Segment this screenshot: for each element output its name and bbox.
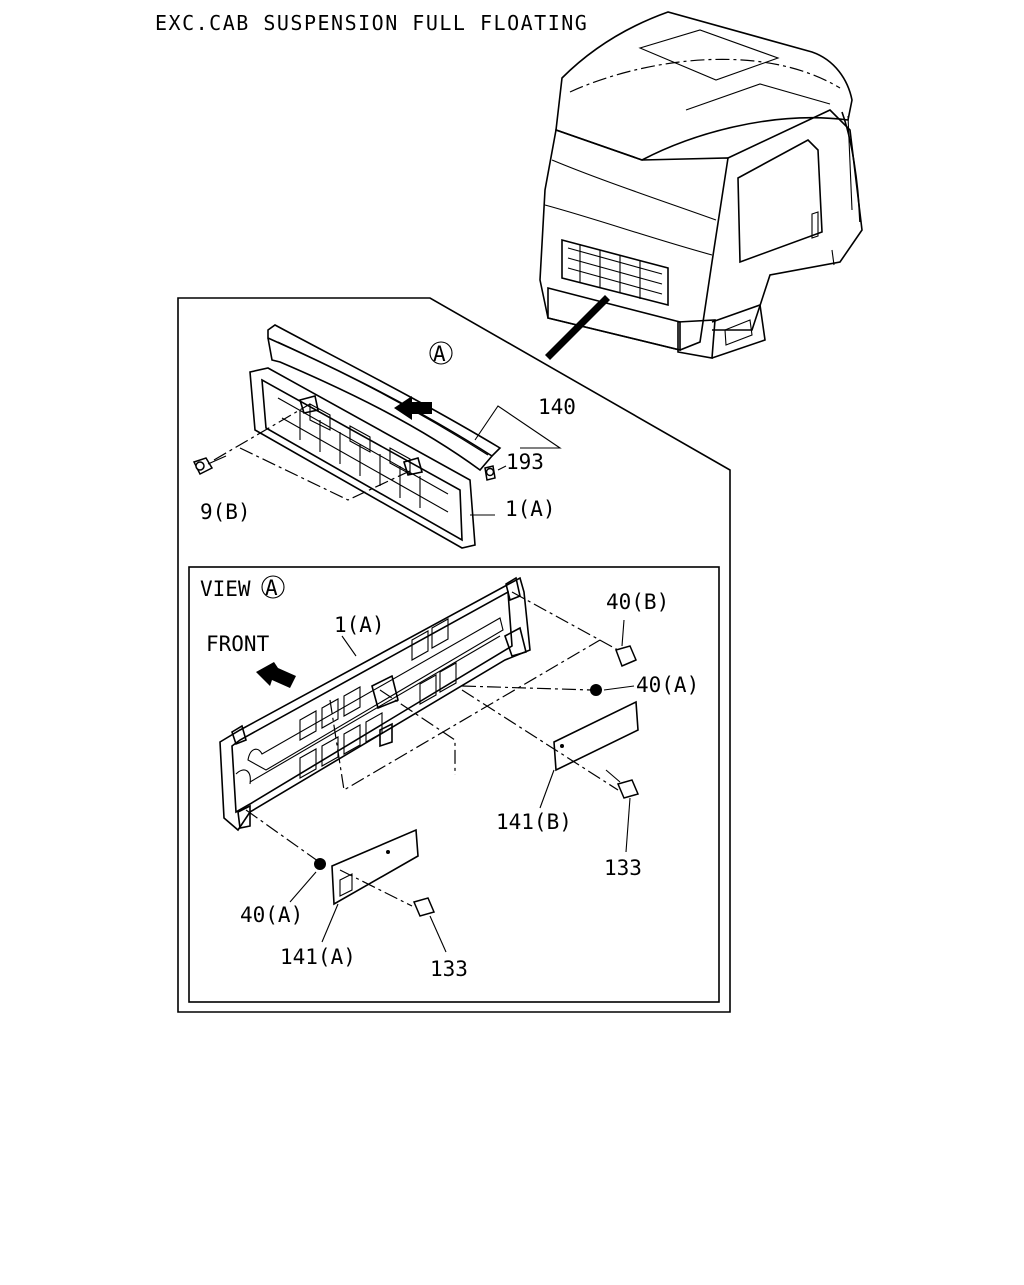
callout-141a: 141(A) xyxy=(280,945,356,969)
callout-133-left: 133 xyxy=(430,957,468,981)
grille-rear-view xyxy=(219,576,619,907)
front-label: FRONT xyxy=(206,632,270,656)
callout-193: 193 xyxy=(506,450,544,474)
callout-133-right: 133 xyxy=(604,856,642,880)
callout-9b: 9(B) xyxy=(200,500,251,524)
plate-141b xyxy=(553,700,639,772)
callout-40a-left: 40(A) xyxy=(240,903,303,927)
front-arrow-icon xyxy=(256,662,296,688)
view-label: VIEW xyxy=(200,577,251,601)
screw-133-left xyxy=(412,897,447,953)
view-a-box xyxy=(188,566,720,1003)
callout-140: 140 xyxy=(538,395,576,419)
detail-frame xyxy=(177,297,731,1013)
nut-40a-right xyxy=(590,684,602,696)
truck-cab-illustration xyxy=(539,11,863,360)
view-marker-a: A xyxy=(433,342,446,366)
plate-141a xyxy=(331,828,419,906)
callout-40a-right: 40(A) xyxy=(636,673,699,697)
grille-assembly-exploded: A xyxy=(192,324,562,549)
clip-40b xyxy=(615,619,637,667)
callout-1a-top: 1(A) xyxy=(505,497,556,521)
callout-40b: 40(B) xyxy=(606,590,669,614)
screw-133-right xyxy=(605,769,640,853)
diagram-title: EXC.CAB SUSPENSION FULL FLOATING xyxy=(155,11,588,35)
nut-40a-left xyxy=(314,858,326,870)
callout-141b: 141(B) xyxy=(496,810,572,834)
view-a-marker: A xyxy=(265,576,278,600)
callout-1a-view: 1(A) xyxy=(334,613,385,637)
